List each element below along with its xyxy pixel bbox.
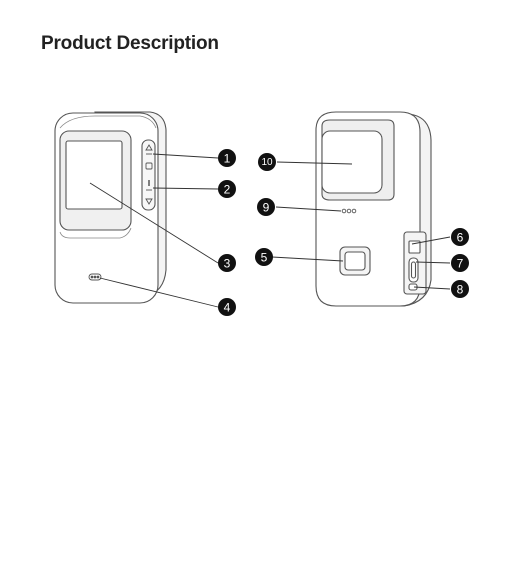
callout-7-label: 7 [457,257,464,271]
callout-6: 6 [451,228,469,246]
callout-3: 3 [218,254,236,272]
callout-4-label: 4 [224,301,231,315]
callout-10-label: 10 [261,157,273,168]
callout-5: 5 [255,248,273,266]
callout-1: 1 [218,149,236,167]
callout-7: 7 [451,254,469,272]
callout-10: 10 [258,153,276,171]
callout-2: 2 [218,180,236,198]
callout-9: 9 [257,198,275,216]
device-front-view [55,112,166,303]
callout-8: 8 [451,280,469,298]
callout-1-label: 1 [224,152,231,166]
callout-3-label: 3 [224,257,231,271]
callout-4: 4 [218,298,236,316]
callout-9-label: 9 [263,201,270,215]
callout-2-label: 2 [224,183,231,197]
callout-6-label: 6 [457,231,464,245]
device-back-view [316,112,431,306]
callout-8-label: 8 [457,283,464,297]
callout-5-label: 5 [261,251,268,265]
